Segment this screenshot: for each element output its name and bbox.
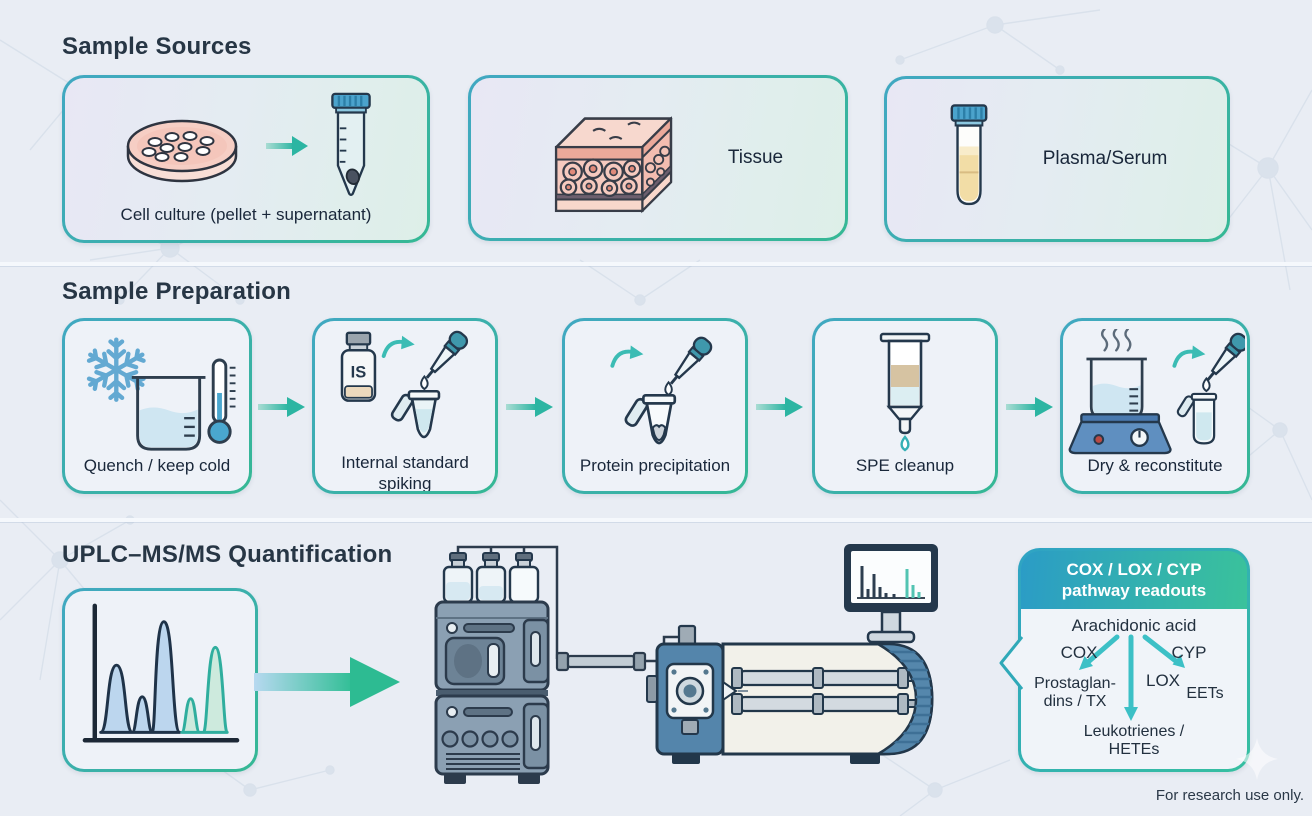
section-divider xyxy=(0,518,1312,522)
is-spiking-card: IS xyxy=(312,318,498,494)
quadrupole-rods xyxy=(731,667,921,715)
pathway-body: Arachidonic acid COX CYP LOX Prostaglan-… xyxy=(1021,608,1247,769)
centrifuge-tube-icon xyxy=(330,92,371,196)
curved-arrow-icon xyxy=(381,335,415,359)
microtube-icon xyxy=(390,389,441,439)
tissue-label: Tissue xyxy=(727,147,784,168)
pathway-lox-product: Leukotrienes / HETEs xyxy=(1083,722,1185,759)
flow-arrow xyxy=(756,397,803,417)
drop-icon xyxy=(420,374,429,391)
ms-housing xyxy=(721,642,934,756)
dry-reconstitute-label: Dry & reconstitute xyxy=(1087,456,1223,476)
hotplate-icon xyxy=(1068,412,1172,454)
uplc-column xyxy=(555,651,647,672)
footer-disclaimer: For research use only. xyxy=(1155,787,1304,804)
protein-precipitation-label: Protein precipitation xyxy=(579,456,731,476)
sample-preparation-title: Sample Preparation xyxy=(62,278,292,305)
monitor xyxy=(844,544,938,644)
chromatogram-icon xyxy=(82,603,240,743)
quench-cold-icon xyxy=(71,337,236,451)
petri-dish-icon xyxy=(126,119,237,182)
protein-precipitation-icon xyxy=(610,336,713,444)
quench-label: Quench / keep cold xyxy=(83,456,231,476)
curved-arrow-icon xyxy=(610,345,644,368)
pathway-lox-enzyme: LOX xyxy=(1145,670,1181,690)
reconstitute-tube-icon xyxy=(1176,392,1218,445)
tissue-card: Tissue xyxy=(468,75,848,241)
pathway-cox-enzyme: COX xyxy=(1060,642,1098,662)
cell-culture-label: Cell culture (pellet + supernatant) xyxy=(120,205,372,225)
drop-icon xyxy=(1202,376,1211,392)
chromatogram-card xyxy=(62,588,258,772)
pathway-root: Arachidonic acid xyxy=(1071,615,1197,635)
uplc-module-top xyxy=(434,600,550,692)
flow-arrow xyxy=(506,397,553,417)
dropper-icon xyxy=(425,330,469,379)
drop-icon xyxy=(664,380,673,396)
spectrum-screen xyxy=(857,566,925,599)
uplc-msms-title: UPLC–MS/MS Quantification xyxy=(62,541,393,568)
sparkle-icon xyxy=(1236,738,1278,780)
solvent-bottles xyxy=(442,552,540,604)
uplc-msms-instrument xyxy=(434,544,938,784)
pathway-cyp-enzyme: CYP xyxy=(1171,642,1207,662)
dry-reconstitute-card: Dry & reconstitute xyxy=(1060,318,1250,494)
flow-arrow xyxy=(258,397,305,417)
cell-culture-card: Cell culture (pellet + supernatant) xyxy=(62,75,430,243)
is-spiking-label: Internal standard spiking xyxy=(341,453,469,491)
steam-icon xyxy=(1101,328,1132,352)
beaker-icon xyxy=(131,375,206,451)
sample-sources-title: Sample Sources xyxy=(62,33,252,60)
quench-card: Quench / keep cold xyxy=(62,318,252,494)
pathway-cyp-product: EETs xyxy=(1186,684,1224,702)
plasma-serum-label: Plasma/Serum xyxy=(1042,148,1168,169)
ms-source xyxy=(646,624,725,756)
spe-cartridge-icon xyxy=(879,332,931,452)
pathway-header: COX / LOX / CYP pathway readouts xyxy=(1021,551,1247,609)
spe-cleanup-label: SPE cleanup xyxy=(855,456,955,476)
plasma-tube-icon xyxy=(950,104,988,206)
dropper-icon xyxy=(669,336,713,385)
section-divider xyxy=(0,262,1312,266)
flow-arrow xyxy=(1006,397,1053,417)
plasma-serum-card: Plasma/Serum xyxy=(884,76,1230,242)
is-vial-icon: IS xyxy=(340,331,377,402)
big-flow-arrow xyxy=(254,657,400,707)
pathway-cox-product: Prostaglan- dins / TX xyxy=(1034,674,1116,711)
beaker-icon xyxy=(1086,357,1147,419)
thermometer-icon xyxy=(207,358,236,444)
uplc-module-bottom xyxy=(434,694,550,776)
dropper-icon xyxy=(1206,332,1245,381)
microtube-precipitate-icon xyxy=(624,393,677,444)
pathway-readouts-panel: COX / LOX / CYP pathway readouts Arachid… xyxy=(999,548,1250,772)
pathway-arrows xyxy=(1079,634,1185,721)
svg-text:IS: IS xyxy=(351,363,367,381)
tissue-block-icon xyxy=(554,115,673,213)
protein-precipitation-card: Protein precipitation xyxy=(562,318,748,494)
spe-cleanup-card: SPE cleanup xyxy=(812,318,998,494)
dry-reconstitute-icon xyxy=(1068,328,1245,454)
arrow-right-icon xyxy=(265,135,308,156)
curved-arrow-icon xyxy=(1172,345,1206,368)
panel-notch xyxy=(999,636,1023,690)
is-spiking-icon: IS xyxy=(340,330,469,439)
